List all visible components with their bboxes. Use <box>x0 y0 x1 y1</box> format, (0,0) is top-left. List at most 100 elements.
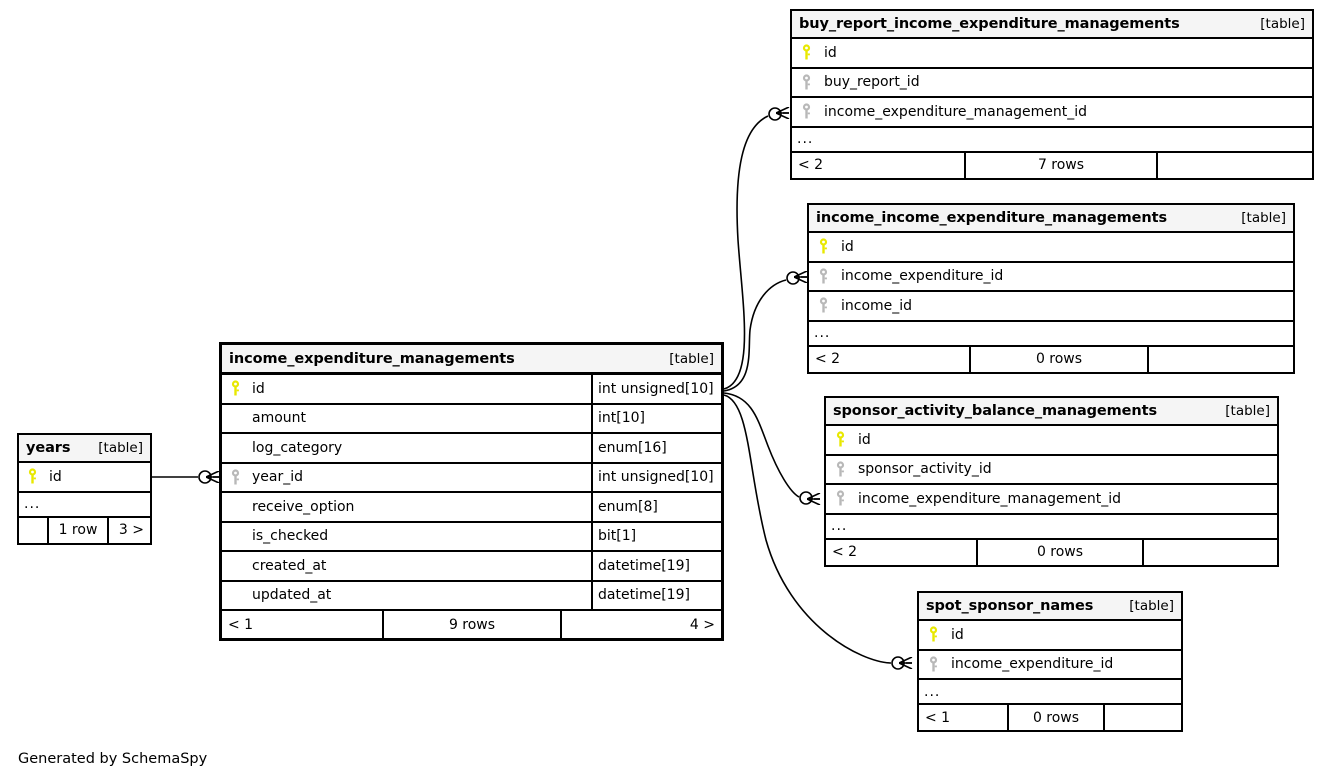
footer-row-count: 9 rows <box>382 611 562 638</box>
column-name: id <box>824 44 837 61</box>
table-type-tag: [table] <box>1225 403 1270 419</box>
table-row[interactable]: id int unsigned[10] <box>222 375 721 405</box>
footer-next-count[interactable] <box>1105 705 1181 730</box>
column-type: bit[1] <box>591 522 721 550</box>
foreign-key-icon <box>228 469 243 486</box>
footer-prev-count[interactable]: < 1 <box>228 616 254 633</box>
table-title: income_income_expenditure_managements <box>816 210 1167 226</box>
table-type-tag: [table] <box>1129 598 1174 614</box>
table-income-income-expenditure-managements[interactable]: income_income_expenditure_managements [t… <box>807 203 1295 374</box>
table-header: sponsor_activity_balance_managements [ta… <box>826 398 1277 426</box>
column-name: id <box>841 238 854 255</box>
table-type-tag: [table] <box>669 350 714 367</box>
ellipsis-label: ... <box>814 325 831 341</box>
column-name: receive_option <box>252 498 355 515</box>
primary-key-icon <box>798 44 815 61</box>
footer-row-count: 0 rows <box>969 346 1149 372</box>
table-footer: < 2 0 rows <box>809 346 1293 372</box>
column-name: id <box>252 380 265 397</box>
footer-prev-count[interactable] <box>19 518 47 543</box>
table-row[interactable]: income_expenditure_id <box>809 263 1293 292</box>
table-row[interactable]: created_at datetime[19] <box>222 552 721 582</box>
table-row[interactable]: income_expenditure_id <box>919 651 1181 680</box>
table-buy-report-income-expenditure-managements[interactable]: buy_report_income_expenditure_management… <box>790 9 1314 180</box>
table-header: buy_report_income_expenditure_management… <box>792 11 1312 39</box>
table-title: income_expenditure_managements <box>229 350 515 367</box>
ellipsis-label: ... <box>24 496 41 512</box>
column-name: income_expenditure_management_id <box>824 103 1088 120</box>
table-row[interactable]: id <box>826 426 1277 456</box>
table-footer: < 2 0 rows <box>826 539 1277 565</box>
column-type: int unsigned[10] <box>591 463 721 491</box>
column-name: created_at <box>252 557 327 574</box>
table-row[interactable]: is_checked bit[1] <box>222 522 721 552</box>
column-type: enum[8] <box>591 493 721 521</box>
table-row[interactable]: income_expenditure_management_id <box>792 98 1312 128</box>
footer-next-count[interactable] <box>1149 347 1293 372</box>
table-header: income_expenditure_managements [table] <box>222 345 721 375</box>
table-row[interactable]: log_category enum[16] <box>222 434 721 464</box>
column-type: int unsigned[10] <box>591 375 721 403</box>
column-name: is_checked <box>252 528 329 545</box>
footer-prev-count[interactable]: < 2 <box>832 544 858 560</box>
edge-to-income-income-expenditure-managements <box>723 272 807 392</box>
table-row[interactable]: amount int[10] <box>222 404 721 434</box>
more-columns-indicator: ... <box>19 493 150 518</box>
table-footer: < 1 9 rows 4 > <box>222 611 721 638</box>
table-spot-sponsor-names[interactable]: spot_sponsor_names [table] id income_exp… <box>917 591 1183 732</box>
column-name: buy_report_id <box>824 74 920 91</box>
table-row[interactable]: income_id <box>809 292 1293 322</box>
ellipsis-label: ... <box>797 131 814 147</box>
table-row[interactable]: id <box>919 621 1181 651</box>
table-title: buy_report_income_expenditure_management… <box>799 16 1180 32</box>
table-row[interactable]: year_id int unsigned[10] <box>222 463 721 493</box>
column-name: income_expenditure_id <box>951 656 1114 673</box>
generated-by-label: Generated by SchemaSpy <box>18 751 208 767</box>
table-row[interactable]: receive_option enum[8] <box>222 493 721 523</box>
more-columns-indicator: ... <box>792 128 1312 153</box>
footer-next-count[interactable]: 4 > <box>689 616 715 633</box>
table-income-expenditure-managements[interactable]: income_expenditure_managements [table] i… <box>219 342 724 641</box>
table-years[interactable]: years [table] id ... 1 row 3 > <box>17 433 152 545</box>
table-sponsor-activity-balance-managements[interactable]: sponsor_activity_balance_managements [ta… <box>824 396 1279 567</box>
table-row[interactable]: updated_at datetime[19] <box>222 581 721 611</box>
footer-prev-count[interactable]: < 2 <box>815 351 841 367</box>
footer-row-count: 1 row <box>47 517 109 543</box>
edge-to-sponsor-activity-balance-managements <box>723 392 820 504</box>
table-title: years <box>26 440 71 456</box>
foreign-key-icon <box>815 297 832 314</box>
table-footer: < 2 7 rows <box>792 152 1312 178</box>
table-row[interactable]: buy_report_id <box>792 69 1312 98</box>
edge-to-buy-report-income-expenditure-managements <box>723 108 789 390</box>
column-name: sponsor_activity_id <box>858 461 992 478</box>
footer-prev-count[interactable]: < 2 <box>798 157 824 173</box>
table-row[interactable]: sponsor_activity_id <box>826 456 1277 485</box>
column-name: log_category <box>252 439 343 456</box>
more-columns-indicator: ... <box>919 680 1181 705</box>
footer-next-count[interactable]: 3 > <box>118 522 144 538</box>
table-row[interactable]: id <box>809 233 1293 263</box>
column-name: updated_at <box>252 587 332 604</box>
table-header: income_income_expenditure_managements [t… <box>809 205 1293 233</box>
table-type-tag: [table] <box>1260 16 1305 32</box>
column-name: id <box>858 431 871 448</box>
table-type-tag: [table] <box>98 440 143 456</box>
primary-key-icon <box>925 626 942 643</box>
primary-key-icon <box>25 468 40 485</box>
column-name: id <box>951 626 964 643</box>
footer-next-count[interactable] <box>1158 153 1312 178</box>
column-type: enum[16] <box>591 434 721 462</box>
table-row[interactable]: id <box>19 463 150 493</box>
primary-key-icon <box>832 431 849 448</box>
table-footer: 1 row 3 > <box>19 517 150 543</box>
table-row[interactable]: id <box>792 39 1312 69</box>
more-columns-indicator: ... <box>809 322 1293 347</box>
footer-prev-count[interactable]: < 1 <box>925 709 951 726</box>
table-row[interactable]: income_expenditure_management_id <box>826 485 1277 515</box>
footer-next-count[interactable] <box>1144 540 1277 565</box>
table-header: spot_sponsor_names [table] <box>919 593 1181 621</box>
column-type: datetime[19] <box>591 581 721 609</box>
foreign-key-icon <box>815 268 832 285</box>
more-columns-indicator: ... <box>826 515 1277 540</box>
